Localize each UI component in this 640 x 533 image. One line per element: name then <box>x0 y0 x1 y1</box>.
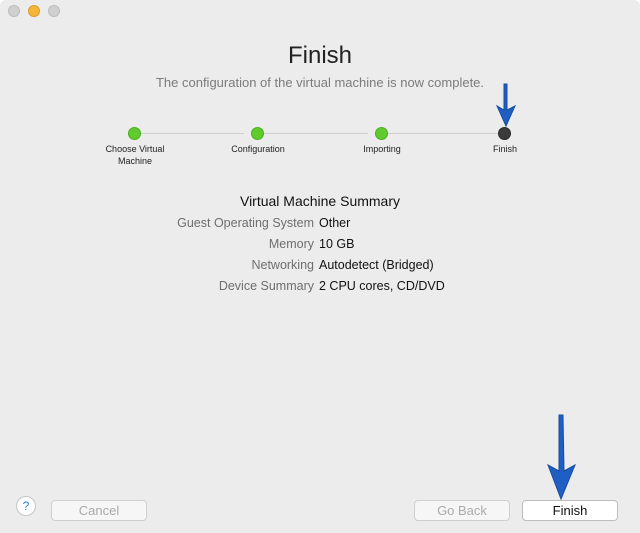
step-indicator-importing <box>375 127 388 140</box>
summary-label: Device Summary <box>218 279 314 293</box>
close-window-button[interactable] <box>8 5 20 17</box>
step-connector <box>264 133 368 134</box>
summary-label: Networking <box>251 258 314 272</box>
help-button[interactable]: ? <box>16 496 36 516</box>
summary-value: 10 GB <box>319 237 355 251</box>
step-indicator-configuration <box>251 127 264 140</box>
step-label-choose-vm: Choose Virtual Machine <box>105 144 165 166</box>
cancel-button[interactable]: Cancel <box>51 500 147 521</box>
step-connector <box>388 133 499 134</box>
summary-row: Device Summary 2 CPU cores, CD/DVD <box>0 279 640 299</box>
summary-row: Networking Autodetect (Bridged) <box>0 258 640 278</box>
summary-label: Guest Operating System <box>177 216 314 230</box>
annotation-arrow-icon <box>495 83 517 128</box>
step-label-importing: Importing <box>363 144 401 154</box>
go-back-button[interactable]: Go Back <box>414 500 510 521</box>
summary-value: Other <box>319 216 351 230</box>
summary-value: Autodetect (Bridged) <box>319 258 434 272</box>
minimize-window-button[interactable] <box>28 5 40 17</box>
zoom-window-button[interactable] <box>48 5 60 17</box>
page-subtitle: The configuration of the virtual machine… <box>155 75 485 90</box>
finish-button[interactable]: Finish <box>522 500 618 521</box>
step-indicator-choose-vm <box>128 127 141 140</box>
summary-title: Virtual Machine Summary <box>239 193 401 209</box>
summary-row: Guest Operating System Other <box>0 216 640 236</box>
step-label-finish: Finish <box>492 144 517 154</box>
page-title: Finish <box>287 42 353 69</box>
step-label-configuration: Configuration <box>231 144 285 154</box>
wizard-steps: Choose Virtual Machine Configuration Imp… <box>0 120 640 180</box>
title-bar <box>0 0 640 22</box>
step-indicator-finish <box>498 127 511 140</box>
summary-row: Memory 10 GB <box>0 237 640 257</box>
annotation-arrow-icon <box>547 414 576 501</box>
step-connector <box>140 133 244 134</box>
summary-value: 2 CPU cores, CD/DVD <box>319 279 445 293</box>
summary-label: Memory <box>268 237 314 251</box>
